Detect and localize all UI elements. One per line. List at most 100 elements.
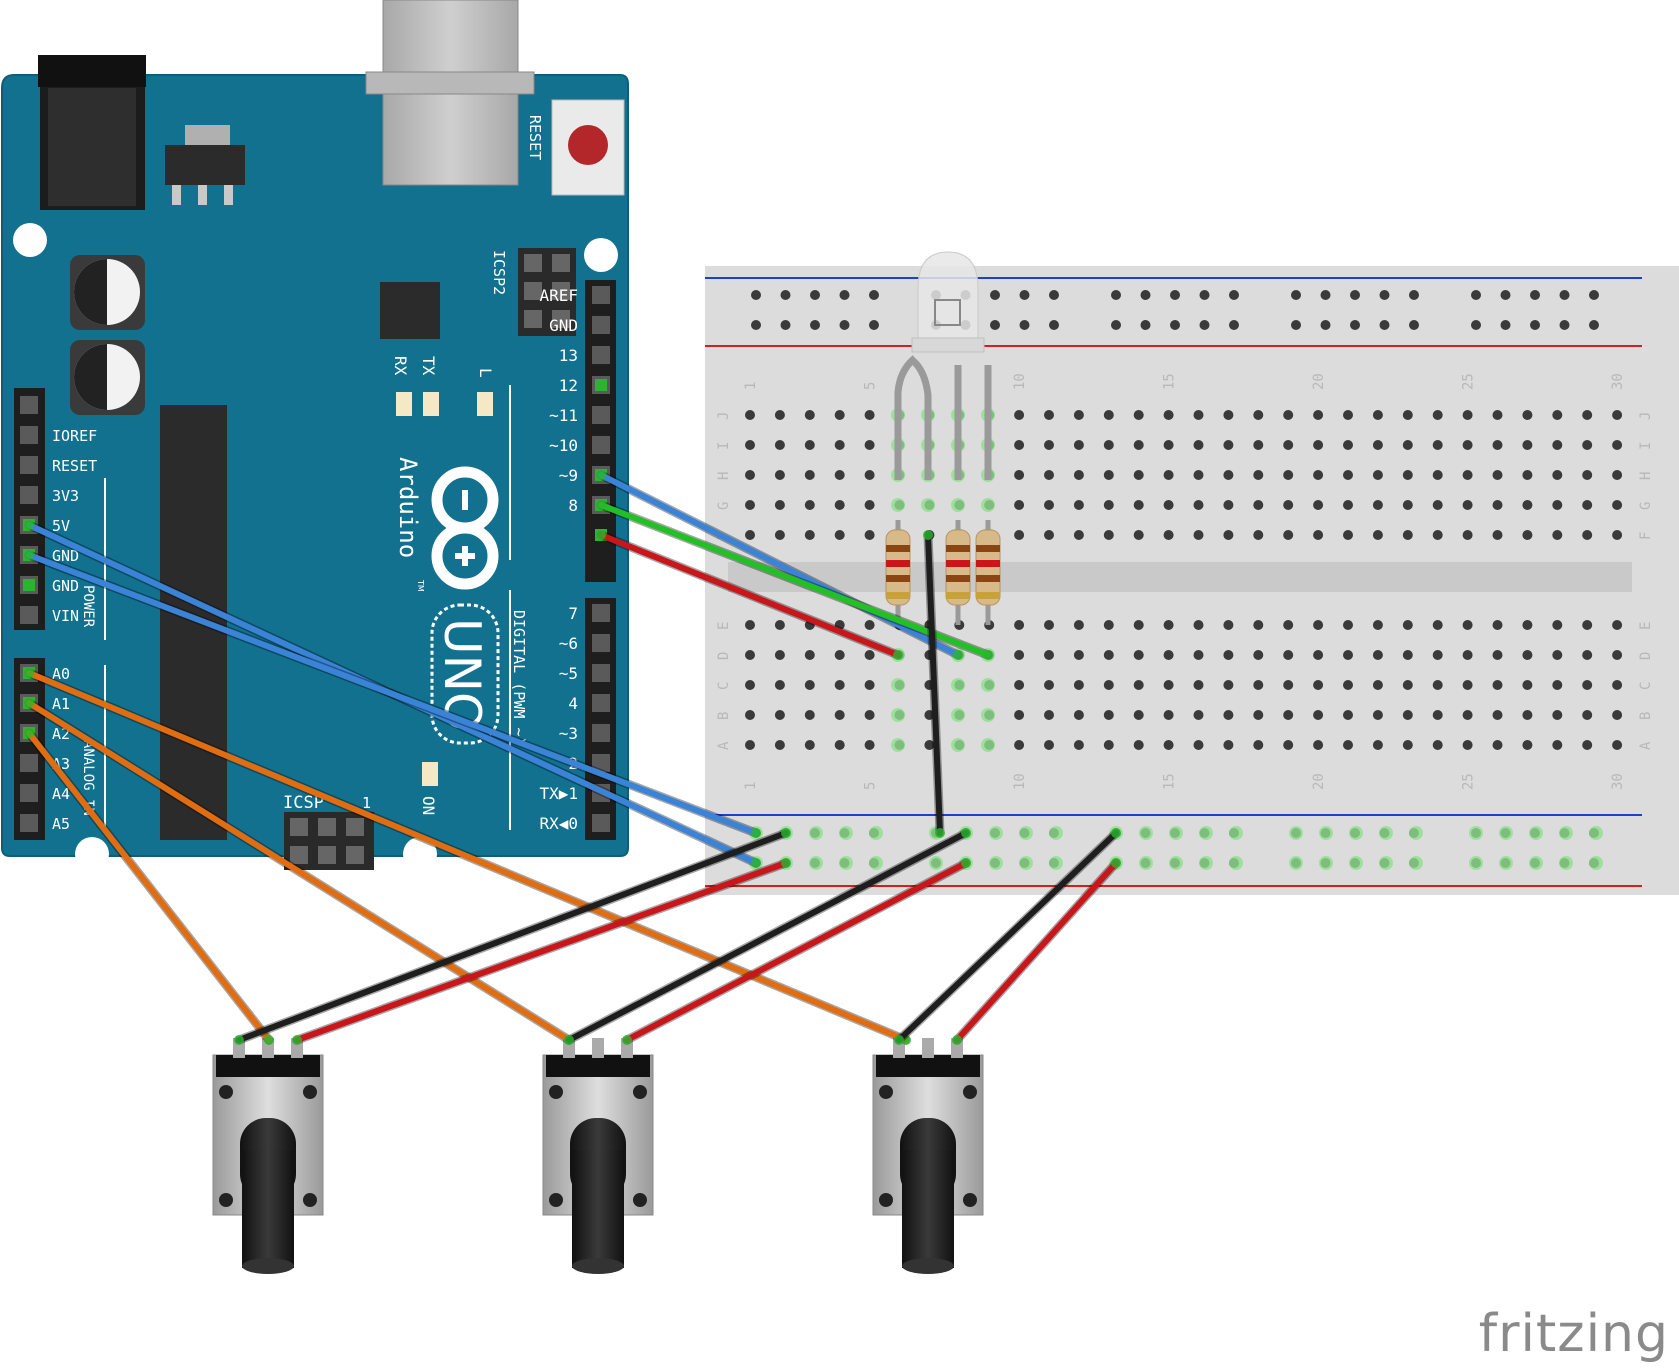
- wire-end: [264, 1035, 274, 1045]
- breadboard-hole: [1044, 650, 1054, 660]
- rail-hole: [1350, 320, 1360, 330]
- breadboard-hole: [1283, 740, 1294, 750]
- breadboard-hole: [1372, 740, 1383, 750]
- rx-led: [396, 392, 412, 416]
- pot-knob-end: [572, 1258, 624, 1274]
- breadboard-hole: [1223, 620, 1234, 630]
- breadboard-hole: [924, 710, 935, 720]
- pot-screw: [303, 1085, 317, 1099]
- wire-led-gnd-black: [925, 532, 943, 836]
- breadboard-hole: [1133, 500, 1144, 510]
- connected-hole: [1499, 856, 1513, 870]
- connected-hole: [1019, 856, 1033, 870]
- rail-hole: [1350, 290, 1360, 300]
- wire-end: [234, 1035, 244, 1045]
- breadboard-hole: [1133, 470, 1144, 480]
- breadboard-hole: [1044, 710, 1054, 720]
- connected-hole: [981, 498, 995, 512]
- breadboard-hole: [745, 620, 755, 630]
- icsp2-header: [518, 248, 576, 336]
- breadboard-hole: [1014, 440, 1025, 450]
- breadboard-hole: [1223, 650, 1234, 660]
- row-letter: H: [716, 472, 732, 480]
- wire-end: [596, 530, 606, 540]
- resistor-band: [946, 575, 970, 582]
- breadboard-hole: [1372, 680, 1383, 690]
- mount-hole: [584, 238, 618, 272]
- connected-hole: [1229, 826, 1243, 840]
- breadboard-hole: [1612, 500, 1623, 510]
- icsp-pin1-label: 1: [362, 794, 371, 812]
- wire-pin9-red: [598, 532, 901, 658]
- connected-hole: [1289, 826, 1303, 840]
- breadboard-hole: [804, 440, 815, 450]
- breadboard-hole: [1044, 680, 1054, 690]
- breadboard-hole: [1552, 530, 1563, 540]
- breadboard: 115510101515202025253030JJIIHHGGFFEEDDCC…: [705, 266, 1679, 895]
- pot-screw: [549, 1085, 563, 1099]
- connected-hole: [839, 856, 853, 870]
- breadboard-hole: [1014, 530, 1025, 540]
- breadboard-hole: [834, 710, 845, 720]
- connected-hole: [869, 826, 883, 840]
- breadboard-hole: [1193, 710, 1204, 720]
- breadboard-hole: [745, 710, 755, 720]
- wire-end: [953, 650, 963, 660]
- breadboard-hole: [1313, 740, 1324, 750]
- rx-label: RX: [391, 356, 410, 376]
- digital-pin: [592, 694, 610, 712]
- breadboard-hole: [1044, 530, 1054, 540]
- wire-pot1-gnd: [236, 830, 789, 1043]
- breadboard-hole: [1253, 470, 1264, 480]
- breadboard-hole: [1522, 470, 1533, 480]
- analog-pin-label: A4: [52, 785, 70, 803]
- breadboard-hole: [1522, 500, 1533, 510]
- breadboard-hole: [1522, 650, 1533, 660]
- rail-hole: [1559, 320, 1570, 330]
- column-number: 5: [863, 382, 879, 390]
- power-pin-label: RESET: [52, 457, 97, 475]
- analog-pin: [20, 754, 38, 772]
- breadboard-hole: [1582, 500, 1593, 510]
- breadboard-hole: [1283, 530, 1294, 540]
- breadboard-hole: [1402, 680, 1413, 690]
- digital-pin: [592, 406, 610, 424]
- breadboard-hole: [1432, 710, 1443, 720]
- breadboard-hole: [1432, 410, 1443, 420]
- capacitor: [70, 255, 145, 330]
- power-label: POWER: [80, 585, 96, 628]
- connected-hole: [891, 678, 905, 692]
- breadboard-hole: [1133, 650, 1144, 660]
- breadboard-hole: [1432, 470, 1443, 480]
- breadboard-hole: [1372, 710, 1383, 720]
- breadboard-hole: [1193, 530, 1204, 540]
- rail-hole: [869, 290, 879, 300]
- breadboard-hole: [1492, 620, 1503, 630]
- pot-knob: [242, 1150, 294, 1268]
- breadboard-hole: [1343, 650, 1353, 660]
- breadboard-hole: [1103, 620, 1114, 630]
- wire-end: [961, 858, 971, 868]
- breadboard-hole: [1372, 470, 1383, 480]
- breadboard-hole: [1133, 620, 1144, 630]
- breadboard-hole: [1103, 530, 1114, 540]
- row-letter: G: [716, 502, 732, 510]
- breadboard-hole: [1193, 680, 1204, 690]
- connected-hole: [1349, 856, 1363, 870]
- connected-hole: [1019, 826, 1033, 840]
- pot-screw: [633, 1193, 647, 1207]
- breadboard-hole: [1492, 440, 1503, 450]
- row-letter: H: [1638, 472, 1654, 480]
- breadboard-hole: [1313, 440, 1324, 450]
- breadboard-hole: [1492, 530, 1503, 540]
- connected-hole: [1289, 856, 1303, 870]
- digital-pin-label: ~10: [549, 436, 578, 455]
- wire-pot3-vcc: [954, 860, 1119, 1043]
- wire-end: [596, 500, 606, 510]
- breadboard-hole: [804, 500, 815, 510]
- rail-hole: [1379, 290, 1390, 300]
- breadboard-hole: [1313, 620, 1324, 630]
- connected-hole: [1469, 826, 1483, 840]
- row-letter: D: [716, 652, 732, 660]
- breadboard-hole: [1193, 740, 1204, 750]
